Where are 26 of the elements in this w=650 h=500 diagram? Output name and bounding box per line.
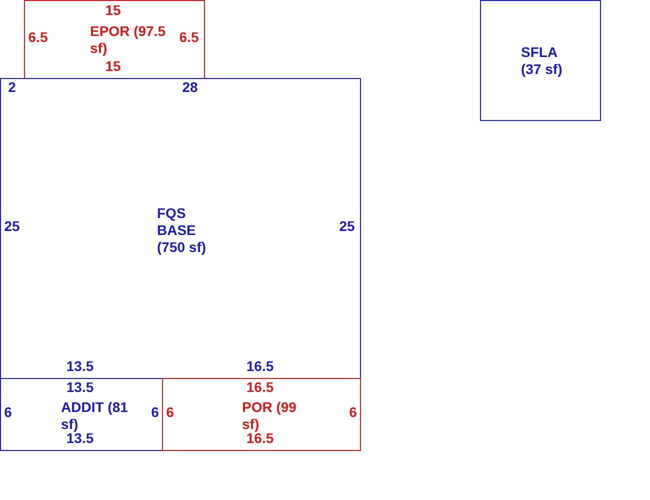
room-label: SFLA (37 sf) bbox=[521, 44, 564, 78]
dimension-label: 16.5 bbox=[246, 379, 274, 395]
dimension-label: 2 bbox=[8, 79, 16, 95]
dimension-label: 16.5 bbox=[246, 358, 274, 374]
dimension-label: 25 bbox=[339, 218, 355, 234]
dimension-label: 13.5 bbox=[66, 379, 94, 395]
room-label: POR (99 sf) bbox=[242, 399, 298, 433]
dimension-label: 6 bbox=[349, 404, 357, 420]
room-label: EPOR (97.5 sf) bbox=[90, 23, 166, 57]
dimension-label: 6 bbox=[4, 404, 12, 420]
dimension-label: 25 bbox=[4, 218, 20, 234]
room-outline bbox=[24, 0, 205, 79]
dimension-label: 15 bbox=[105, 58, 121, 74]
dimension-label: 6 bbox=[166, 404, 174, 420]
room-outline bbox=[0, 378, 163, 451]
room-outline bbox=[480, 0, 601, 121]
room-outline bbox=[0, 78, 361, 379]
dimension-label: 6.5 bbox=[179, 29, 199, 45]
dimension-label: 28 bbox=[182, 79, 198, 95]
dimension-label: 13.5 bbox=[66, 358, 94, 374]
room-outline bbox=[162, 378, 361, 451]
room-label: ADDIT (81 sf) bbox=[61, 399, 129, 433]
dimension-label: 6 bbox=[151, 404, 159, 420]
dimension-label: 15 bbox=[105, 2, 121, 18]
dimension-label: 6.5 bbox=[28, 29, 48, 45]
room-label: FQS BASE (750 sf) bbox=[157, 205, 208, 256]
